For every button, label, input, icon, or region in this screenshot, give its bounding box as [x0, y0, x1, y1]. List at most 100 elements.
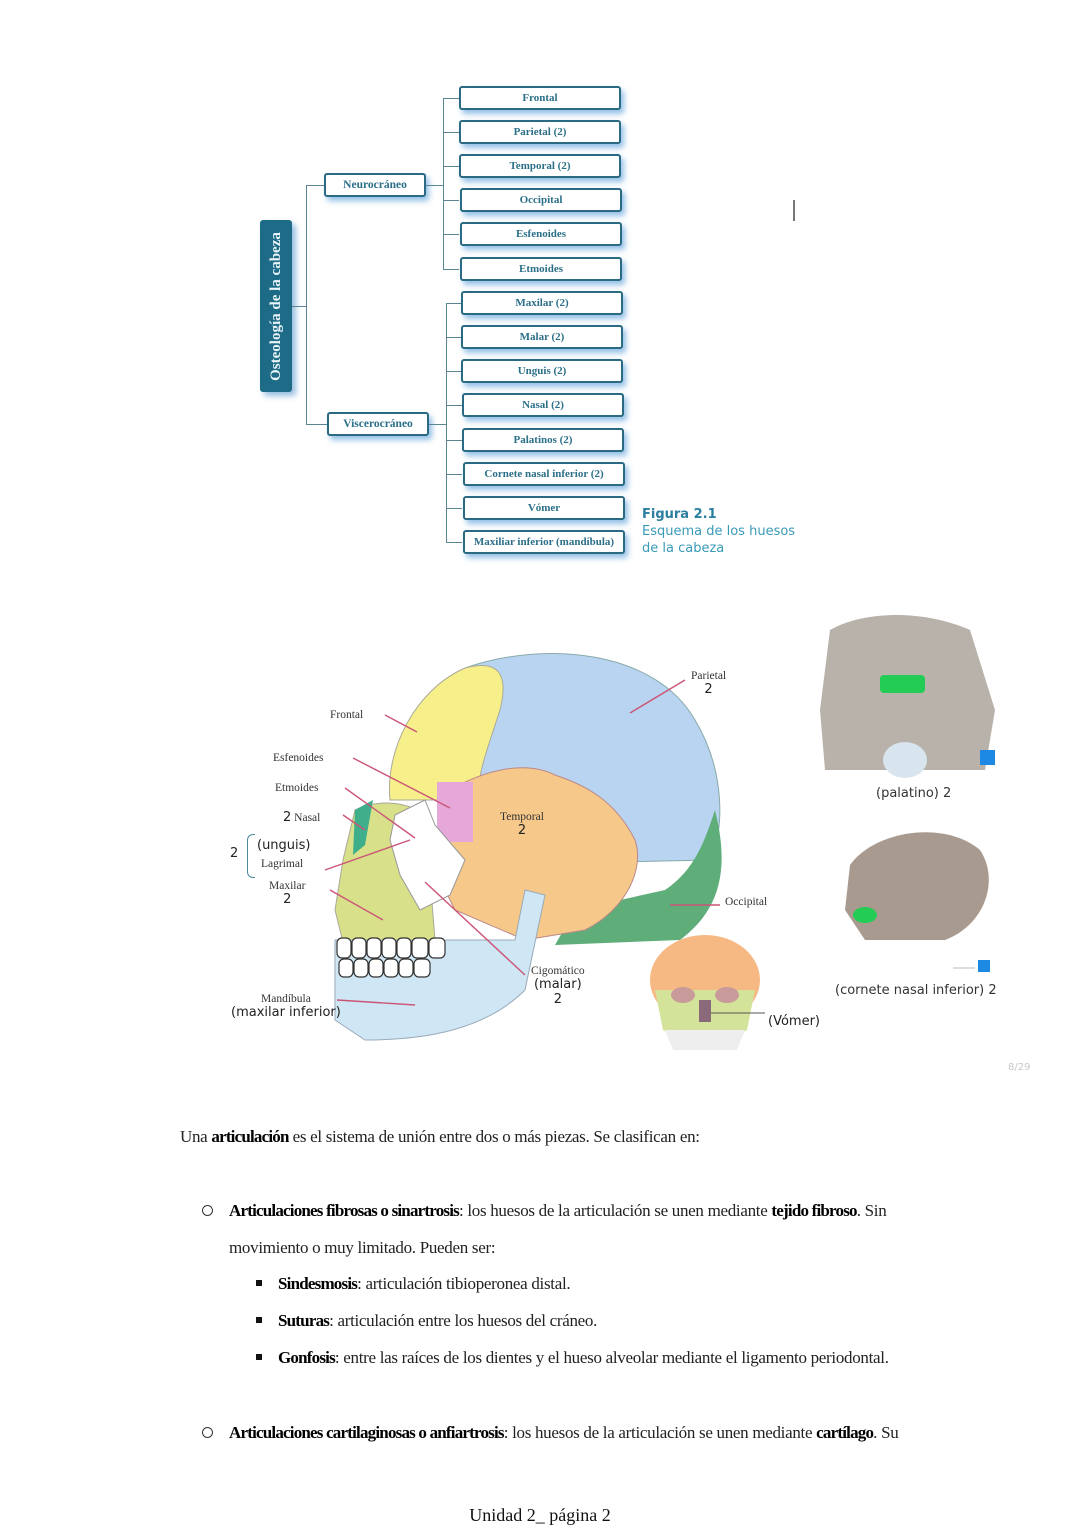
branch-viscerocraneo: Viscerocráneo [327, 412, 429, 436]
connector [443, 132, 459, 133]
connector [443, 269, 459, 270]
leaf-label: Nasal (2) [522, 399, 564, 411]
cigomatico-count: 2 [553, 992, 562, 1007]
square-bullet-icon [256, 1317, 262, 1323]
cartilaginosas-item: Articulaciones cartilaginosas o anfiartr… [229, 1423, 899, 1443]
connector [446, 303, 462, 304]
connector [292, 306, 306, 307]
branch-label: Neurocráneo [343, 179, 407, 191]
parietal-text: Parietal [691, 670, 727, 682]
connector [443, 166, 459, 167]
nasal-count: 2 [283, 810, 292, 825]
mandibula-text: Mandíbula [261, 993, 311, 1005]
label-occipital: Occipital [725, 896, 768, 908]
label-esfenoides: Esfenoides [273, 752, 324, 764]
parietal-count: 2 [704, 682, 713, 697]
label-nasal: 2 Nasal [283, 810, 320, 825]
square-bullet-icon [256, 1354, 262, 1360]
cigomatico-text: Cigomático [531, 965, 585, 977]
leaf-label: Malar (2) [519, 331, 565, 343]
maxilar-count: 2 [283, 892, 292, 907]
fibrosas-text2: . Sin [856, 1201, 887, 1220]
leaf-occipital: Occipital [460, 188, 622, 212]
branch-neurocraneo: Neurocráneo [324, 173, 426, 197]
connector [426, 185, 444, 186]
connector [443, 234, 459, 235]
connector [446, 371, 462, 372]
circle-bullet-icon [202, 1427, 213, 1438]
leaf-label: Frontal [522, 92, 558, 104]
mandibula-alt: (maxilar inferior) [231, 1005, 341, 1020]
intro-paragraph: Una articulación es el sistema de unión … [180, 1127, 700, 1147]
leaf-mandibula: Maxiliar inferior (mandíbula) [463, 530, 625, 554]
connector [446, 474, 462, 475]
tree-root-box: Osteología de la cabeza [260, 220, 292, 392]
leaf-label: Parietal (2) [513, 126, 567, 138]
label-cornete: (cornete nasal inferior) 2 [835, 983, 997, 998]
leaf-label: Esfenoides [515, 228, 567, 240]
cartilaginosas-text: : los huesos de la articulación se unen … [503, 1423, 817, 1442]
circle-bullet-icon [202, 1205, 213, 1216]
fibrosas-line2: movimiento o muy limitado. Pueden ser: [229, 1238, 496, 1257]
leaf-label: Maxilar (2) [515, 297, 569, 309]
square-bullet-icon [256, 1280, 262, 1286]
connector [443, 98, 444, 270]
connector [446, 405, 462, 406]
connector [443, 200, 459, 201]
connector [306, 185, 307, 425]
leaf-label: Palatinos (2) [513, 434, 573, 446]
intro-term: articulación [211, 1127, 289, 1146]
label-temporal: Temporal 2 [500, 811, 544, 838]
cartilaginosas-term2: cartílago [816, 1423, 874, 1442]
label-mandibula: Mandíbula (maxilar inferior) [231, 993, 341, 1020]
lagrimal-count: 2 [230, 846, 239, 861]
cartilaginosas-term: Articulaciones cartilaginosas o anfiartr… [229, 1423, 505, 1442]
leaf-label: Occipital [519, 194, 563, 206]
branch-label: Viscerocráneo [343, 418, 413, 430]
leaf-label: Vómer [527, 502, 561, 514]
leaf-malar: Malar (2) [461, 325, 623, 349]
figure-caption-line2: de la cabeza [642, 541, 725, 556]
bracket-icon [247, 834, 255, 878]
leaf-label: Unguis (2) [517, 365, 567, 377]
leaf-label: Temporal (2) [509, 160, 571, 172]
subitem-term: Suturas [278, 1311, 330, 1330]
leaf-nasal: Nasal (2) [462, 393, 624, 417]
subitem-text: : entre las raíces de los dientes y el h… [334, 1348, 889, 1367]
intro-post: es el sistema de unión entre dos o más p… [288, 1127, 700, 1146]
tree-root-label: Osteología de la cabeza [267, 231, 284, 381]
fibrosas-item: Articulaciones fibrosas o sinartrosis: l… [229, 1201, 887, 1221]
leaf-palatinos: Palatinos (2) [462, 428, 624, 452]
connector [306, 185, 326, 186]
label-parietal: Parietal 2 [691, 670, 726, 697]
cartilaginosas-text2: . Su [873, 1423, 899, 1442]
figure-caption: Figura 2.1 Esquema de los huesos de la c… [642, 506, 795, 557]
label-lagrimal: Lagrimal [261, 858, 304, 870]
leaf-label: Maxiliar inferior (mandíbula) [473, 536, 615, 548]
fibrosas-text: : los huesos de la articulación se unen … [458, 1201, 772, 1220]
connector [446, 303, 447, 543]
fibrosas-term2: tejido fibroso [771, 1201, 857, 1220]
leaf-label: Cornete nasal inferior (2) [484, 468, 604, 480]
connector [306, 424, 328, 425]
text-cursor [793, 200, 795, 221]
subitem-term: Sindesmosis [278, 1274, 358, 1293]
subitem-gonfosis: Gonfosis: entre las raíces de los diente… [278, 1348, 889, 1368]
subitem-suturas: Suturas: articulación entre los huesos d… [278, 1311, 597, 1331]
skull-illustration [324, 615, 995, 1050]
subitem-term: Gonfosis [278, 1348, 336, 1367]
connector [446, 508, 462, 509]
skull-lateral-figure: Frontal Esfenoides Etmoides 2 Nasal 2 (u… [225, 610, 1055, 1080]
fibrosas-term: Articulaciones fibrosas o sinartrosis [229, 1201, 460, 1220]
label-vomer: (Vómer) [768, 1014, 820, 1029]
leaf-frontal: Frontal [459, 86, 621, 110]
leaf-cornete: Cornete nasal inferior (2) [463, 462, 625, 486]
label-palatino: (palatino) 2 [876, 786, 952, 801]
leaf-maxilar: Maxilar (2) [461, 291, 623, 315]
leaf-esfenoides: Esfenoides [460, 222, 622, 246]
temporal-text: Temporal [500, 811, 544, 823]
label-cigomatico: Cigomático (malar) 2 [531, 965, 585, 1007]
temporal-count: 2 [517, 823, 527, 838]
leaf-parietal: Parietal (2) [459, 120, 621, 144]
figure-caption-line1: Esquema de los huesos [642, 524, 796, 539]
